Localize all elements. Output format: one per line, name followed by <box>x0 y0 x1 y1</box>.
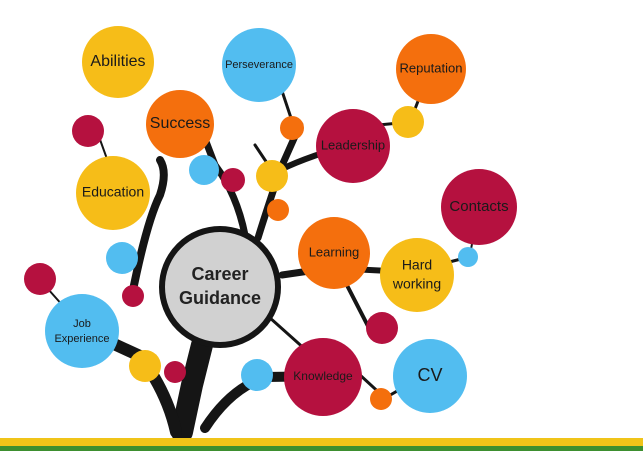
node-education-label: Education <box>82 184 144 200</box>
small-orange-dot <box>280 116 304 140</box>
center-label-line2: Guidance <box>179 288 261 308</box>
footer-green-bar <box>0 446 643 451</box>
node-hard-working-label-1: Hard <box>402 257 432 273</box>
small-yellow-dot <box>129 350 161 382</box>
small-red-dot <box>164 361 186 383</box>
node-success-label: Success <box>150 115 210 132</box>
small-red-dot <box>72 115 104 147</box>
node-perseverance-label: Perseverance <box>225 59 293 71</box>
node-learning-label: Learning <box>309 244 360 259</box>
center-label-line1: Career <box>191 264 248 284</box>
node-abilities: Abilities <box>82 26 154 98</box>
node-leadership-label: Leadership <box>321 137 385 152</box>
node-education: Education <box>76 156 150 230</box>
small-yellow-dot <box>256 160 288 192</box>
node-knowledge-label: Knowledge <box>293 369 353 383</box>
small-yellow-dot <box>392 106 424 138</box>
small-red-dot <box>221 168 245 192</box>
small-red-dot <box>366 312 398 344</box>
center-node: Career Guidance <box>159 226 281 348</box>
node-knowledge: Knowledge <box>284 338 362 416</box>
node-reputation-label: Reputation <box>400 60 463 75</box>
node-job-experience: Job Experience <box>45 294 119 368</box>
node-perseverance: Perseverance <box>222 28 296 102</box>
small-blue-dot <box>241 359 273 391</box>
node-contacts-label: Contacts <box>449 198 508 215</box>
node-abilities-label: Abilities <box>90 53 145 70</box>
small-blue-dot <box>458 247 478 267</box>
node-success: Success <box>146 90 214 158</box>
node-hard-working-label-2: working <box>392 276 441 292</box>
node-cv: CV <box>393 339 467 413</box>
node-learning: Learning <box>298 217 370 289</box>
node-job-experience-label-2: Experience <box>54 333 109 345</box>
small-red-dot <box>24 263 56 295</box>
small-blue-dot <box>189 155 219 185</box>
node-cv-label: CV <box>417 365 442 385</box>
node-job-experience-label-1: Job <box>73 318 91 330</box>
node-leadership: Leadership <box>316 109 390 183</box>
footer-yellow-bar <box>0 438 643 446</box>
small-orange-dot <box>370 388 392 410</box>
small-blue-dot <box>106 242 138 274</box>
small-orange-dot <box>267 199 289 221</box>
small-red-dot <box>122 285 144 307</box>
node-hard-working: Hard working <box>380 238 454 312</box>
node-contacts: Contacts <box>441 169 517 245</box>
node-reputation: Reputation <box>396 34 466 104</box>
